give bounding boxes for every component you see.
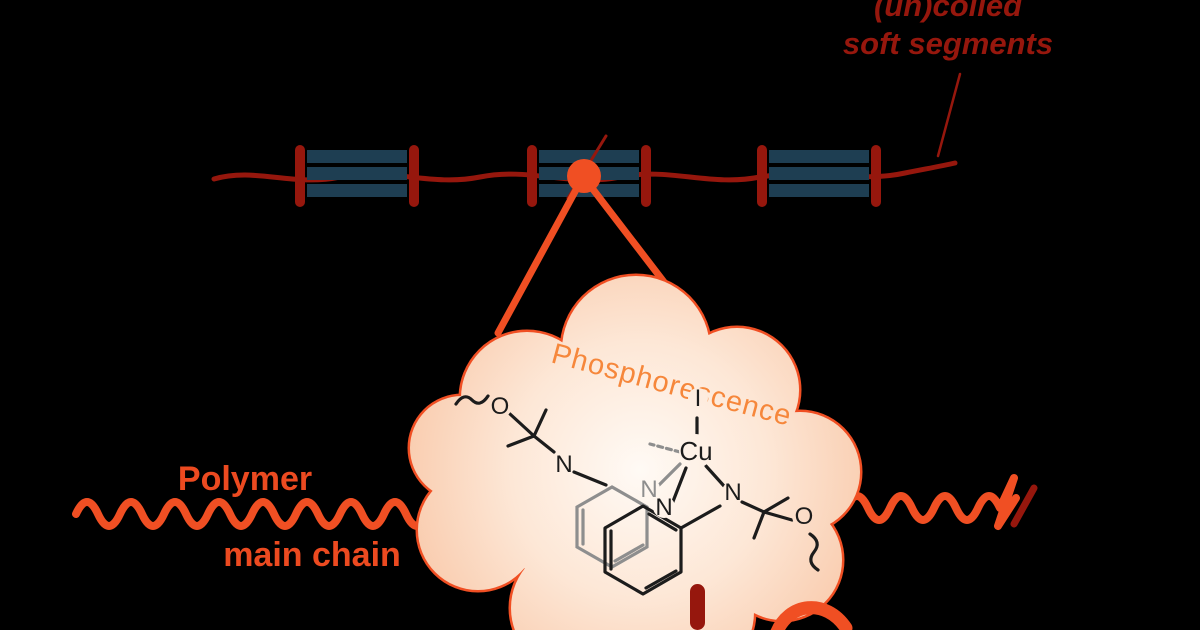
right-amine-arm bbox=[679, 496, 820, 572]
nitrogen-front-label: N bbox=[655, 494, 672, 521]
soft-segments-leader-line bbox=[936, 72, 962, 158]
phosphorescence-cloud bbox=[407, 273, 863, 630]
soft-segments-annotation: (un)coiled soft segments bbox=[843, 0, 1053, 61]
chain-break-mark bbox=[1010, 484, 1038, 528]
nitrogen-left-label: N bbox=[555, 451, 572, 478]
hard-segment-block-1 bbox=[295, 145, 419, 207]
bottom-pin-partial bbox=[690, 584, 705, 630]
left-amine-arm bbox=[454, 394, 608, 487]
soft-segments-line1: (un)coiled bbox=[874, 0, 1023, 23]
nitrogen-right-label: N bbox=[724, 479, 741, 506]
iodide-label: I bbox=[695, 385, 702, 412]
zoom-point-dot bbox=[567, 159, 601, 193]
main-chain-squiggle-right bbox=[842, 474, 1020, 530]
polymer-label-line2: main chain bbox=[223, 536, 401, 574]
polymer-main-chain-annotation: Polymer main chain bbox=[178, 460, 401, 574]
soft-segments-line2: soft segments bbox=[843, 26, 1053, 61]
hard-segment-block-3 bbox=[757, 145, 881, 207]
main-chain-squiggle-left bbox=[72, 498, 454, 530]
bottom-swoosh-partial bbox=[770, 601, 853, 630]
callout-line-left bbox=[494, 184, 581, 337]
nitrogen-back-label: N bbox=[640, 476, 657, 503]
cloud-fill bbox=[410, 276, 860, 630]
atom-label-patches bbox=[488, 388, 816, 528]
copper-label: Cu bbox=[679, 436, 712, 466]
oxygen-left-label: O bbox=[491, 393, 510, 420]
copper-complex: O N N N Cu I N O bbox=[454, 385, 820, 596]
polymer-label-line1: Polymer bbox=[178, 460, 312, 498]
oxygen-right-label: O bbox=[795, 503, 814, 530]
